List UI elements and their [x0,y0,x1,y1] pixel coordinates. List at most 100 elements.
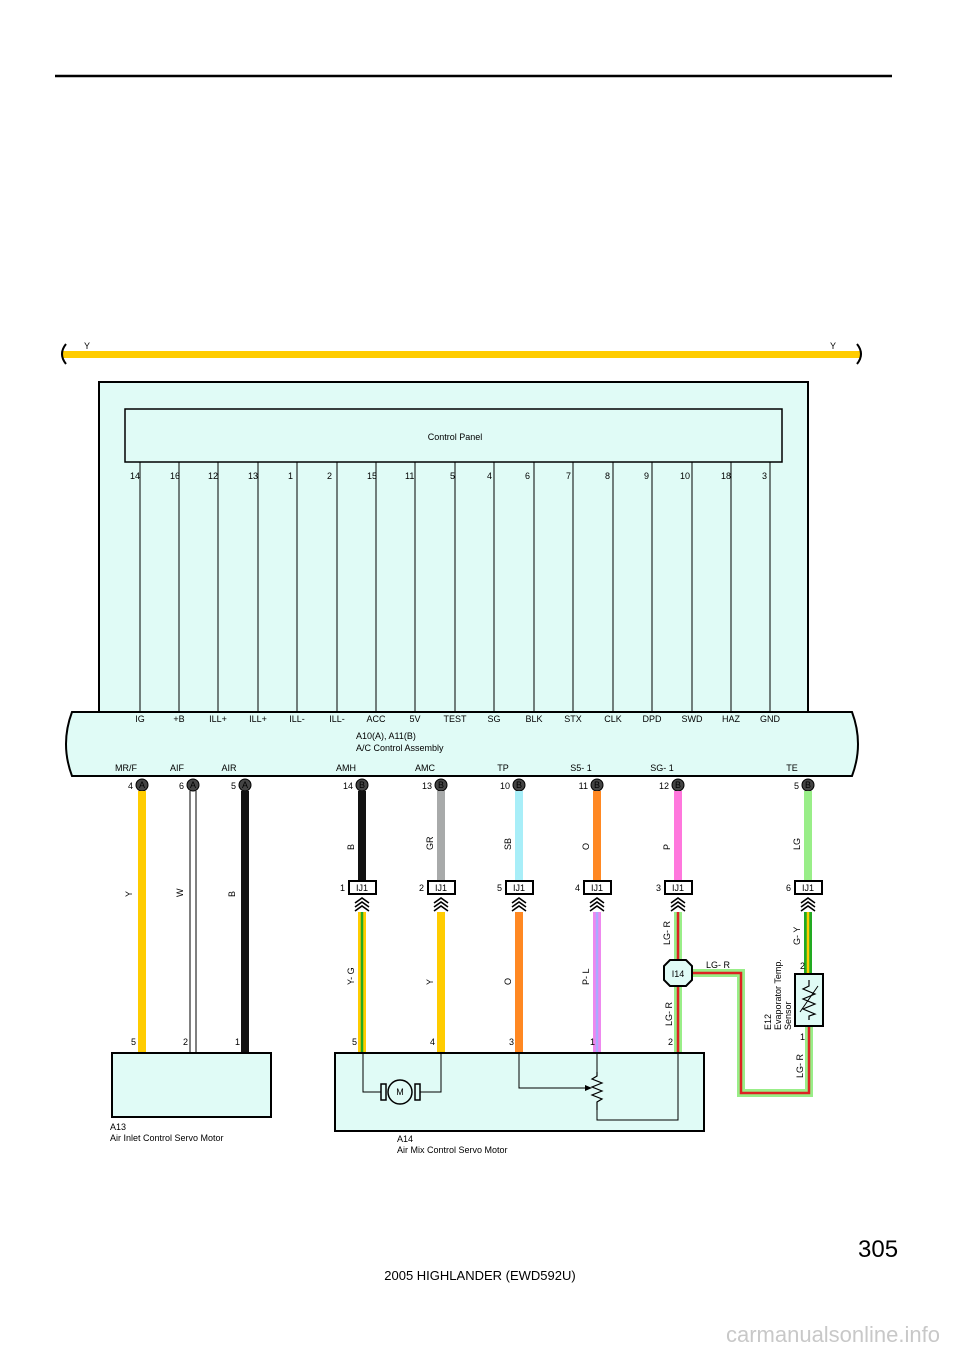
panel-pin-number: 18 [721,471,731,481]
terminal-pin-number: 5 [231,781,236,791]
ij1-label: IJ1 [356,883,368,893]
ij1-connector[interactable] [583,880,612,895]
connector-letter: B [516,780,522,790]
terminal-signal-label: TP [497,763,509,773]
connector-letter: A [242,780,248,790]
terminal-name: ILL- [329,714,345,724]
connector-chevron [800,901,816,908]
connector-chevron [589,901,605,908]
terminal-name: CLK [604,714,622,724]
thermistor-arrow [799,985,819,1013]
terminal-name: +B [173,714,184,724]
footer-model: 2005 HIGHLANDER (EWD592U) [384,1268,576,1283]
sensor-pin-bottom: 1 [800,1032,805,1042]
wire-color-code: B [346,844,356,850]
terminal-signal-label: AIR [221,763,237,773]
ij1-connector[interactable] [427,880,456,895]
wire-color-code: LG [792,838,802,850]
component-pin-number: 1 [590,1037,595,1047]
panel-pin-number: 3 [762,471,767,481]
connector-chevron [800,905,816,912]
terminal-signal-label: AMH [336,763,356,773]
watermark: carmanualsonline.info [725,1322,940,1347]
connector-badge[interactable] [186,778,200,792]
panel-pin-number: 10 [680,471,690,481]
wire-color-code: P- L [581,968,591,985]
motor-symbol [387,1079,413,1105]
terminal-pin-number: 10 [500,781,510,791]
control-panel-box [124,408,783,463]
terminal-name: BLK [525,714,542,724]
terminal-pin-number: 12 [659,781,669,791]
ij1-label: IJ1 [435,883,447,893]
wire-color-code: O [581,843,591,850]
terminal-signal-label: MR/F [115,763,137,773]
connector-chevron [670,901,686,908]
junction-label: I14 [672,969,685,979]
ij1-pin-number: 4 [575,883,580,893]
terminal-pin-number: 4 [128,781,133,791]
wire-color-code: G- Y [792,927,802,945]
connector-chevron [354,901,370,908]
ij1-pin-number: 5 [497,883,502,893]
terminal-signal-label: AMC [415,763,436,773]
a14-code: A14 [397,1134,413,1144]
connector-letter: B [675,780,681,790]
panel-pin-number: 9 [644,471,649,481]
panel-pin-number: 8 [605,471,610,481]
component-pin-number: 2 [183,1037,188,1047]
ij1-connector[interactable] [505,880,534,895]
potentiometer-symbol [590,1072,604,1110]
ij1-connector[interactable] [348,880,377,895]
bus-break-right [856,343,862,365]
bus-label-left: Y [84,341,90,351]
assembly-name: A/C Control Assembly [356,743,444,753]
ij1-pin-number: 2 [419,883,424,893]
terminal-pin-number: 5 [794,781,799,791]
y-bus-wire [62,351,860,358]
component-pin-number: 1 [235,1037,240,1047]
junction-wire-right-label: LG- R [706,960,731,970]
panel-pin-number: 1 [288,471,293,481]
wire-color-code: P [662,844,672,850]
component-pin-number: 3 [509,1037,514,1047]
wire-color-code: LG- R [662,920,672,945]
panel-pin-number: 12 [208,471,218,481]
ij1-label: IJ1 [591,883,603,893]
connector-chevron [670,905,686,912]
terminal-name: GND [760,714,781,724]
a13-code: A13 [110,1122,126,1132]
panel-pin-number: 2 [327,471,332,481]
wire-color-code: W [175,888,185,897]
terminal-signal-label: AIF [170,763,185,773]
sensor-pin-top: 2 [800,961,805,971]
wire-color-code: Y [124,891,134,897]
sensor-wire-bottom-label: LG- R [795,1053,805,1078]
ij1-label: IJ1 [513,883,525,893]
connector-chevron [589,897,605,904]
wire-color-code: O [503,978,513,985]
junction-wire-below-label: LG- R [664,1001,674,1026]
ij1-connector[interactable] [794,880,823,895]
ij1-connector[interactable] [664,880,693,895]
junction-i14[interactable] [663,959,693,987]
terminal-signal-label: SG- 1 [650,763,674,773]
connector-chevron [511,901,527,908]
wire-color-code: SB [503,838,513,850]
connector-letter: A [190,780,196,790]
terminal-signal-label: TE [786,763,798,773]
wire-color-code: B [227,891,237,897]
terminal-name: ACC [366,714,386,724]
control-panel-label: Control Panel [428,432,483,442]
ij1-pin-number: 1 [340,883,345,893]
terminal-name: STX [564,714,582,724]
connector-letter: B [594,780,600,790]
assembly-connector-label: A10(A), A11(B) [356,731,416,741]
thermistor-symbol [801,980,817,1020]
terminal-name: 5V [409,714,420,724]
air-inlet-servo-motor[interactable] [111,1052,272,1118]
connector-letter: B [359,780,365,790]
